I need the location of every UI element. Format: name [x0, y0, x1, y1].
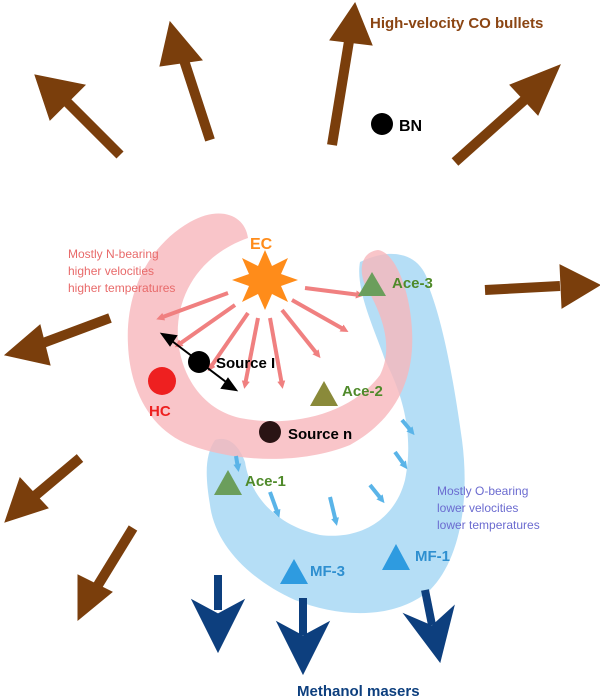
ace2-triangle-icon	[310, 381, 338, 406]
ec-star-icon	[232, 250, 298, 310]
o-region-line-2: lower velocities	[437, 501, 518, 515]
maser-arrow-2	[275, 598, 331, 676]
bn-label: BN	[399, 118, 422, 135]
source-i-dot	[188, 351, 210, 373]
o-region-line-1: Mostly O-bearing	[437, 484, 528, 498]
bn-source-dot	[371, 113, 393, 135]
n-region-description: Mostly N-bearing higher velocities highe…	[68, 247, 175, 295]
methanol-masers-label: Methanol masers	[297, 683, 420, 700]
ace2-label: Ace-2	[342, 383, 383, 400]
co-arrow-2	[159, 20, 215, 142]
co-arrow-4	[451, 64, 561, 166]
hc-label: HC	[149, 403, 171, 420]
co-bullets-title: High-velocity CO bullets	[370, 15, 543, 32]
n-region-line-3: higher temperatures	[68, 281, 175, 295]
mf1-triangle-icon	[382, 544, 410, 570]
maser-arrow-1	[190, 575, 246, 654]
hc-dot	[148, 367, 176, 395]
co-arrow-1	[34, 74, 124, 159]
co-arrow-3	[327, 1, 373, 146]
co-bullet-arrows	[3, 1, 600, 622]
ace1-triangle-icon	[214, 470, 242, 495]
n-region-line-1: Mostly N-bearing	[68, 247, 159, 261]
ec-label: EC	[250, 236, 273, 253]
methanol-maser-arrows	[190, 575, 455, 676]
o-region-blue-arrows	[233, 418, 415, 526]
n-region-line-2: higher velocities	[68, 264, 154, 278]
ace3-label: Ace-3	[392, 275, 433, 292]
co-arrow-8	[77, 525, 138, 622]
co-arrow-7	[4, 454, 84, 523]
source-n-dot	[259, 421, 281, 443]
source-i-label: Source I	[216, 355, 275, 372]
mf3-triangle-icon	[280, 559, 308, 584]
co-arrow-5	[484, 264, 600, 309]
n-bearing-region	[127, 213, 413, 459]
o-region-description: Mostly O-bearing lower velocities lower …	[437, 484, 540, 532]
o-region-line-3: lower temperatures	[437, 518, 540, 532]
mf1-label: MF-1	[415, 548, 450, 565]
source-n-label: Source n	[288, 426, 352, 443]
ace3-triangle-icon	[358, 272, 386, 296]
ace1-label: Ace-1	[245, 473, 286, 490]
mf3-label: MF-3	[310, 563, 345, 580]
ec-pink-arrows	[156, 286, 364, 389]
co-arrow-6	[3, 313, 112, 366]
maser-arrow-3	[402, 589, 455, 664]
